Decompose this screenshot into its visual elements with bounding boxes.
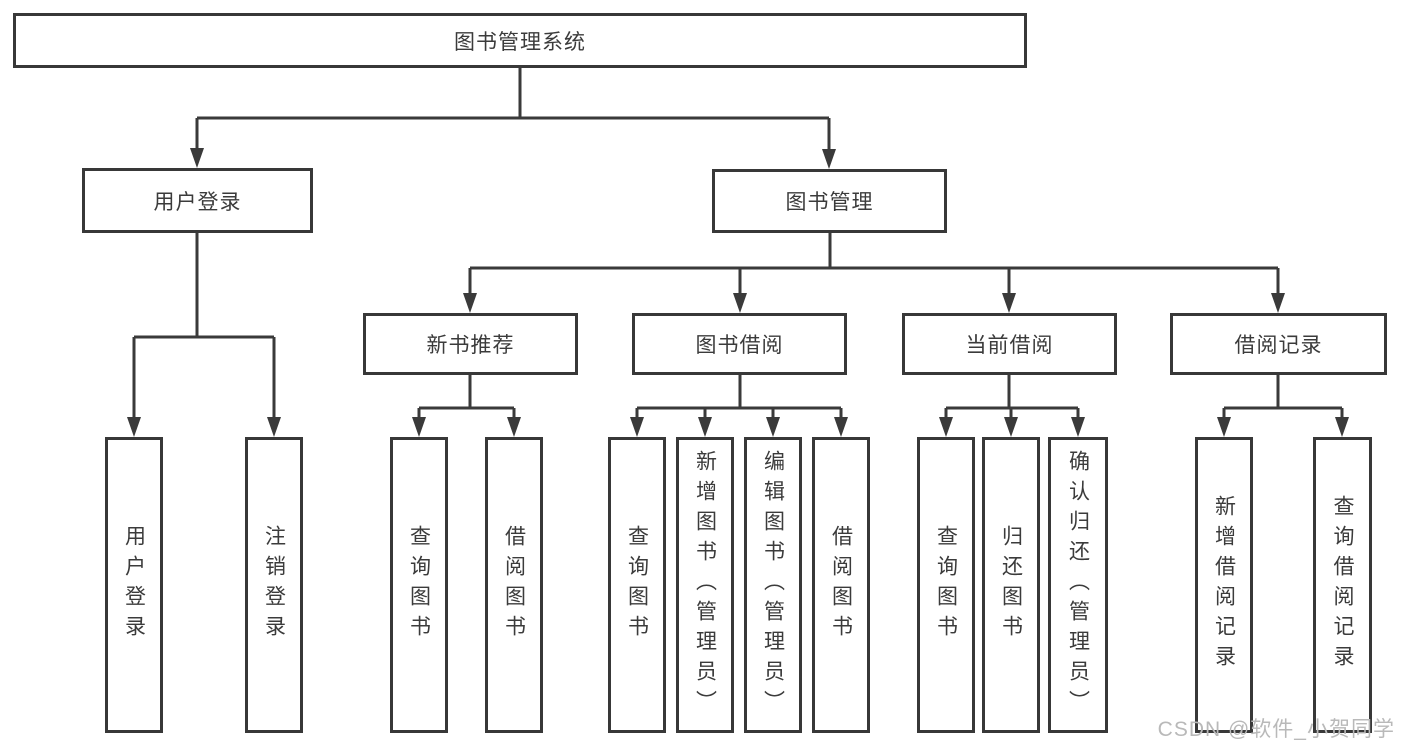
- node-label: 当前借阅: [965, 334, 1054, 357]
- leaf-add-book-admin: 新增图书（管理员）: [676, 437, 734, 733]
- leaf-query-books: 查询图书: [608, 437, 666, 733]
- leaf-add-borrow-record: 新增借阅记录: [1195, 437, 1253, 733]
- leaf-logout: 注销登录: [245, 437, 303, 733]
- node-label: 注销登录: [262, 525, 286, 645]
- leaf-borrow-books: 借阅图书: [812, 437, 870, 733]
- node-label: 图书管理系统: [454, 30, 586, 54]
- node-user-login: 用户登录: [82, 168, 313, 233]
- leaf-borrow-books: 借阅图书: [485, 437, 543, 733]
- node-label: 用户登录: [153, 190, 242, 214]
- node-book-borrow: 图书借阅: [632, 313, 847, 375]
- node-label: 查询借阅记录: [1331, 495, 1354, 675]
- node-borrow-records: 借阅记录: [1170, 313, 1387, 375]
- node-label: 归还图书: [999, 525, 1023, 645]
- node-library-management-system: 图书管理系统: [13, 13, 1027, 68]
- leaf-confirm-return-admin: 确认归还（管理员）: [1048, 437, 1108, 733]
- node-label: 新增借阅记录: [1212, 495, 1236, 675]
- leaf-user-login: 用户登录: [105, 437, 163, 733]
- leaf-query-books: 查询图书: [917, 437, 975, 733]
- node-label: 图书借阅: [695, 334, 784, 357]
- node-label: 借阅记录: [1234, 334, 1323, 357]
- node-new-book-recommend: 新书推荐: [363, 313, 578, 375]
- node-label: 查询图书: [934, 525, 958, 645]
- leaf-query-borrow-record: 查询借阅记录: [1313, 437, 1372, 733]
- node-label: 图书管理: [785, 191, 874, 214]
- watermark: CSDN @软件_小贺同学: [1157, 718, 1395, 741]
- node-label: 借阅图书: [502, 525, 526, 645]
- node-label: 新增图书（管理员）: [693, 450, 717, 720]
- node-label: 查询图书: [407, 525, 431, 645]
- leaf-edit-book-admin: 编辑图书（管理员）: [744, 437, 802, 733]
- node-current-borrow: 当前借阅: [902, 313, 1117, 375]
- node-label: 借阅图书: [829, 525, 853, 645]
- node-label: 确认归还（管理员）: [1066, 450, 1090, 720]
- node-label: 新书推荐: [426, 334, 515, 357]
- leaf-return-book: 归还图书: [982, 437, 1040, 733]
- node-label: 编辑图书（管理员）: [761, 450, 785, 720]
- node-book-management: 图书管理: [712, 169, 947, 233]
- leaf-query-books: 查询图书: [390, 437, 448, 733]
- node-label: 查询图书: [625, 525, 649, 645]
- node-label: 用户登录: [122, 525, 146, 645]
